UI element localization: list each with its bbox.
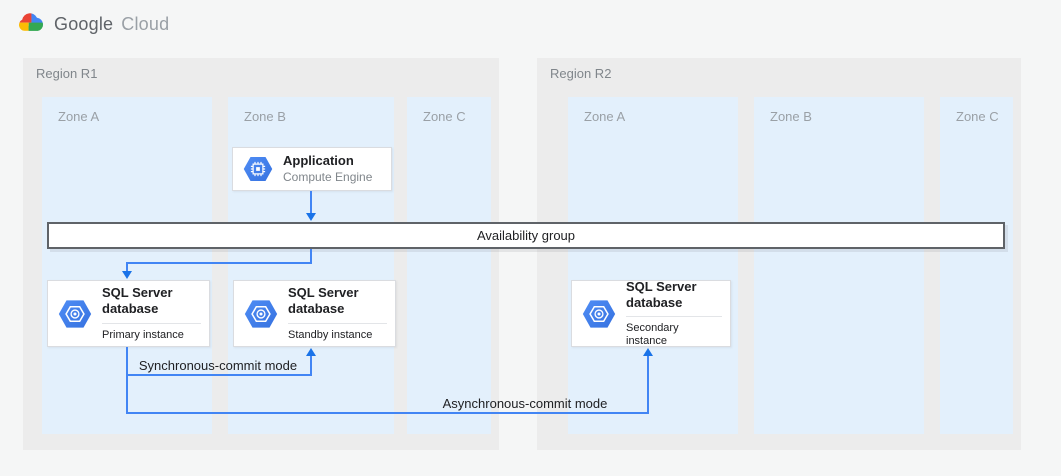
zone-label: Zone C	[423, 109, 466, 124]
region-r2-zone-a: Zone A	[568, 97, 738, 434]
sql-primary-card: SQL Server database Primary instance	[47, 280, 210, 347]
google-cloud-logo: Google Cloud	[16, 11, 169, 37]
zone-label: Zone A	[584, 109, 626, 124]
sync-commit-label: Synchronous-commit mode	[138, 358, 298, 373]
db-subtitle: Primary instance	[102, 322, 201, 342]
region-r1-zone-c: Zone C	[407, 97, 491, 434]
async-commit-label: Asynchronous-commit mode	[442, 396, 608, 411]
db-subtitle: Standby instance	[288, 322, 387, 342]
region-r2-zone-c: Zone C	[940, 97, 1013, 434]
compute-engine-icon	[243, 156, 273, 182]
zone-label: Zone A	[58, 109, 100, 124]
zone-label: Zone B	[770, 109, 812, 124]
region-r2-zone-b: Zone B	[754, 97, 924, 434]
cloud-sql-icon	[582, 299, 616, 329]
logo-text-cloud: Cloud	[121, 13, 170, 34]
zone-label: Zone B	[244, 109, 286, 124]
region-r1-label: Region R1	[36, 66, 98, 81]
sql-secondary-card: SQL Server database Secondary instance	[571, 278, 731, 348]
application-title: Application	[283, 153, 354, 169]
application-subtitle: Compute Engine	[283, 169, 373, 184]
cloud-sql-icon	[244, 299, 278, 329]
db-subtitle: Secondary instance	[626, 316, 722, 348]
db-title: SQL Server database	[288, 285, 359, 317]
db-title: SQL Server database	[102, 285, 173, 317]
logo-text-google: Google	[54, 13, 114, 34]
availability-group-label: Availability group	[476, 228, 576, 243]
db-title: SQL Server database	[626, 278, 697, 310]
google-cloud-logo-icon	[16, 12, 46, 36]
region-r2-label: Region R2	[550, 66, 612, 81]
availability-group-bar: Availability group	[47, 222, 1005, 249]
sql-standby-card: SQL Server database Standby instance	[233, 280, 396, 347]
zone-label: Zone C	[956, 109, 999, 124]
cloud-sql-icon	[58, 299, 92, 329]
region-r1-zone-a: Zone A	[42, 97, 212, 434]
application-card: Application Compute Engine	[232, 147, 392, 191]
